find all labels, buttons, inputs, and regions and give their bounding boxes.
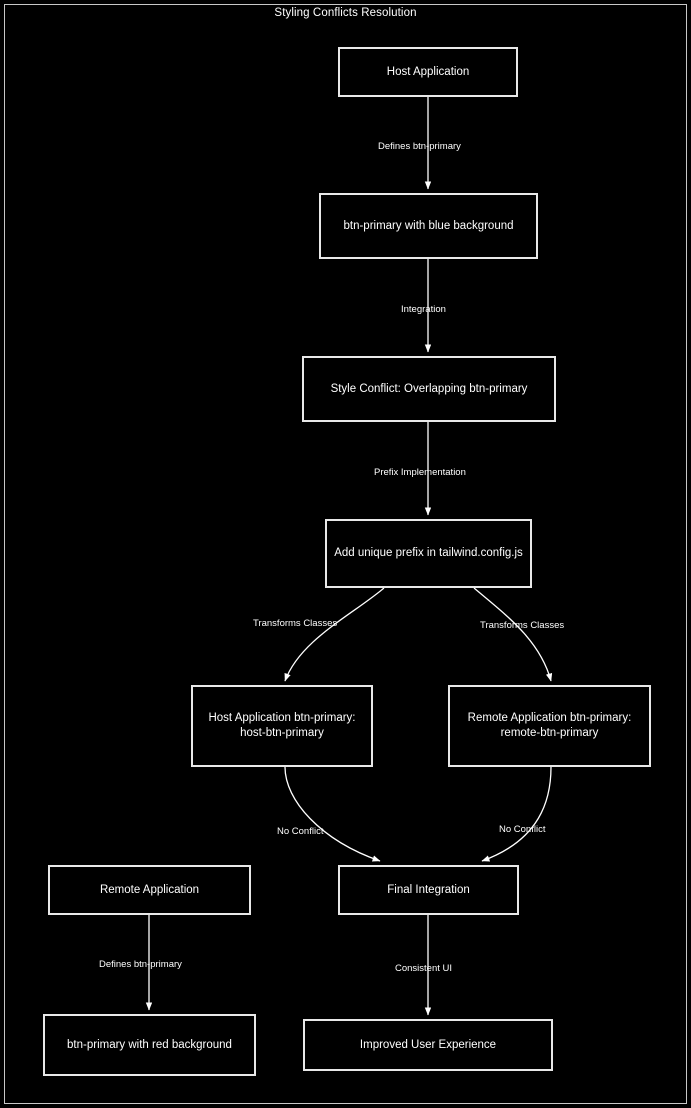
node-add-unique-prefix[interactable]: Add unique prefix in tailwind.config.js <box>325 519 532 588</box>
node-host-application-label: Host Application <box>386 65 470 78</box>
node-style-conflict[interactable]: Style Conflict: Overlapping btn-primary <box>302 356 556 422</box>
node-style-conflict-label: Style Conflict: Overlapping btn-primary <box>330 382 528 395</box>
node-final-integration-label: Final Integration <box>387 883 470 896</box>
edge-label-prefix-implementation: Prefix Implementation <box>374 467 466 478</box>
node-add-unique-prefix-label: Add unique prefix in tailwind.config.js <box>334 547 523 559</box>
node-btn-primary-blue-label: btn-primary with blue background <box>343 219 514 232</box>
edge-label-integration: Integration <box>401 304 446 315</box>
node-host-btn-primary-label: Host Application btn-primary: host-btn-p… <box>208 712 356 739</box>
edge-label-defines-btn-primary-host: Defines btn-primary <box>378 141 461 152</box>
node-remote-application[interactable]: Remote Application <box>48 865 251 915</box>
edge-host-btn-primary-to-final-integration <box>284 766 381 862</box>
node-remote-btn-primary-label: Remote Application btn-primary: remote-b… <box>467 712 632 739</box>
node-btn-primary-red-label: btn-primary with red background <box>67 1038 232 1051</box>
edge-add-unique-prefix-to-host-btn-primary <box>284 587 385 682</box>
node-remote-btn-primary[interactable]: Remote Application btn-primary: remote-b… <box>448 685 651 767</box>
node-host-application[interactable]: Host Application <box>338 47 518 97</box>
node-remote-application-label: Remote Application <box>99 883 200 896</box>
edge-label-no-conflict-host: No Conflict <box>277 826 324 837</box>
edge-remote-btn-primary-to-final-integration <box>481 766 552 862</box>
edge-label-defines-btn-primary-remote: Defines btn-primary <box>99 959 182 970</box>
node-host-btn-primary[interactable]: Host Application btn-primary: host-btn-p… <box>191 685 373 767</box>
edge-label-consistent-ui: Consistent UI <box>395 963 453 974</box>
node-btn-primary-blue[interactable]: btn-primary with blue background <box>319 193 538 259</box>
edge-label-no-conflict-remote: No Conflict <box>499 824 546 835</box>
diagram-title: Styling Conflicts Resolution <box>274 7 417 19</box>
node-improved-ux-label: Improved User Experience <box>359 1038 497 1051</box>
edge-label-transforms-classes-host: Transforms Classes <box>253 618 338 629</box>
node-final-integration[interactable]: Final Integration <box>338 865 519 915</box>
node-btn-primary-red[interactable]: btn-primary with red background <box>43 1014 256 1076</box>
node-improved-ux[interactable]: Improved User Experience <box>303 1019 553 1071</box>
edge-add-unique-prefix-to-remote-btn-primary <box>473 587 553 682</box>
edge-label-transforms-classes-remote: Transforms Classes <box>480 620 565 631</box>
